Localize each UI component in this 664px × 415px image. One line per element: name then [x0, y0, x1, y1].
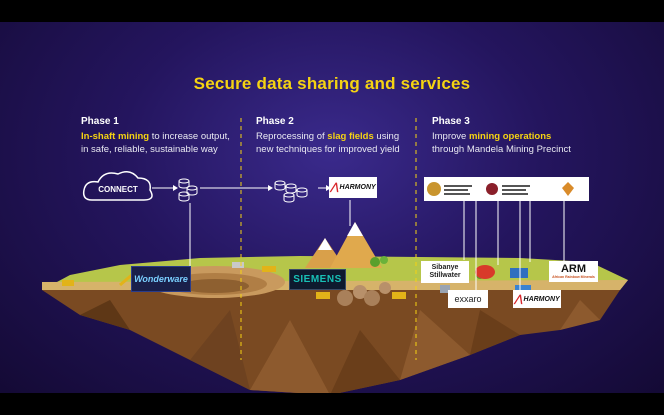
plant-dome	[475, 265, 495, 279]
slag-mountain-right	[330, 222, 382, 268]
mining-precinct-logo-icon	[562, 182, 574, 196]
wonderware-logo: Wonderware	[131, 266, 191, 292]
phase-1-heading: Phase 1	[81, 116, 119, 127]
connect-label: CONNECT	[98, 185, 138, 194]
letterbox-top	[0, 0, 664, 22]
phase-3-heading: Phase 3	[432, 116, 470, 127]
harmony-logo-top: ⋀HARMONY	[329, 177, 377, 198]
exxaro-logo: exxaro	[448, 290, 488, 308]
sibanye-stillwater-logo: Sibanye Stillwater	[421, 261, 469, 283]
slide-title: Secure data sharing and services	[193, 74, 471, 93]
phase-2-highlight: slag fields	[327, 131, 374, 142]
arm-logo: ARM African Rainbow Minerals	[549, 261, 598, 282]
phase-3-description: Improve mining operations through Mandel…	[432, 131, 571, 155]
connect-cloud-icon	[82, 171, 153, 201]
database-icon-phase-2	[274, 180, 308, 203]
phase-3-highlight: mining operations	[468, 131, 552, 142]
university-crest-icon	[486, 183, 498, 195]
phase-2-description: Reprocessing of slag fields using new te…	[256, 131, 400, 155]
phase-2-heading: Phase 2	[256, 116, 294, 127]
letterbox-bottom	[0, 393, 664, 415]
harmony-logo-bottom: ⋀HARMONY	[513, 290, 561, 308]
siemens-logo: SIEMENS	[289, 269, 346, 290]
coat-of-arms-icon	[427, 182, 441, 196]
database-icon-phase-1	[178, 178, 198, 202]
phase-1-highlight: In-shaft mining	[81, 131, 150, 142]
island-underside	[42, 290, 620, 395]
phase-1-description: In-shaft mining to increase output, in s…	[81, 131, 230, 155]
